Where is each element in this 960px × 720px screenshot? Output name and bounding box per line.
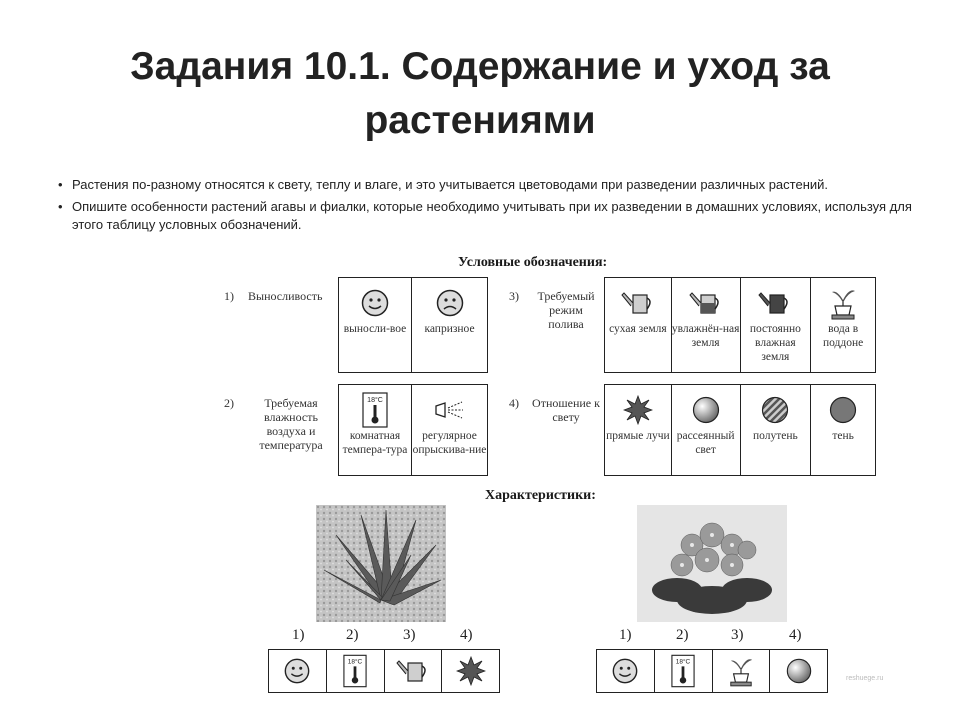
agave-num-1: 1) (292, 627, 305, 643)
sun-burst-icon (455, 656, 486, 686)
instructions: Растения по-разному относятся к свету, т… (58, 176, 938, 238)
agave-num-3: 3) (403, 627, 416, 643)
svg-text:18°C: 18°C (676, 658, 691, 666)
smiley-icon (613, 658, 638, 684)
legend-cell-spraying: регулярное опрыскива-ние (412, 385, 487, 475)
legend-cell-partial-shade: полутень (741, 385, 812, 475)
legend-cell-dry-soil: сухая земля (605, 278, 672, 372)
row-label-endurance: Выносливость (248, 289, 323, 303)
violet-photo (637, 505, 787, 622)
thermometer-icon: 18°C (362, 392, 388, 428)
diffused-light-icon (692, 396, 719, 424)
svg-text:18°C: 18°C (348, 658, 363, 666)
legend-title: Условные обозначения: (458, 255, 608, 270)
caption-spraying: регулярное опрыскива-ние (412, 430, 487, 456)
thermometer-icon: 18°C (671, 654, 695, 688)
row-number-3: 3) (509, 289, 519, 303)
sad-face-icon (436, 289, 463, 317)
caption-diffused-light: рассеянный свет (676, 430, 735, 456)
caption-partial-shade: полутень (752, 430, 798, 442)
smiley-icon (361, 289, 389, 317)
pot-tray-icon (730, 659, 753, 687)
svg-text:18°C: 18°C (367, 396, 383, 404)
caption-moist-soil: увлажнён-ная земля (671, 323, 740, 349)
legend-cell-shade: тень (811, 385, 875, 475)
diffused-light-icon (786, 658, 811, 684)
smiley-icon (285, 658, 310, 684)
row-label-light: Отношение к свету (532, 396, 600, 424)
violet-answer-box: 18°C (596, 649, 828, 693)
spray-icon (434, 401, 463, 419)
legend-cell-moist-soil: увлажнён-ная земля (672, 278, 741, 372)
agave-photo (316, 505, 446, 622)
caption-capricious: капризное (424, 323, 475, 335)
thermometer-icon: 18°C (343, 654, 367, 688)
caption-direct-light: прямые лучи (606, 430, 670, 442)
characteristics-title: Характеристики: (485, 488, 596, 503)
caption-room-temp: комнатная темпера-тура (342, 430, 408, 456)
agave-answer-box: 18°C (268, 649, 500, 693)
violet-num-3: 3) (731, 627, 744, 643)
caption-hardy: выносли-вое (343, 323, 407, 335)
partial-shade-icon (762, 396, 789, 424)
agave-num-2: 2) (346, 627, 359, 643)
watering-can-dry-icon (396, 660, 426, 682)
shade-icon (830, 396, 857, 424)
violet-num-4: 4) (789, 627, 802, 643)
legend-box-light: прямые лучи рассеянный свет полутень тен… (604, 384, 876, 476)
caption-water-tray: вода в поддоне (822, 323, 864, 349)
page-title: Задания 10.1. Содержание и уход за расте… (130, 45, 830, 142)
row-number-1: 1) (224, 289, 234, 303)
bullet-2: Опишите особенности растений агавы и фиа… (58, 198, 938, 234)
watermark: reshuege.ru (846, 675, 884, 682)
row-number-4: 4) (509, 396, 519, 410)
pot-tray-icon (831, 290, 856, 320)
legend-box-humidity: 18°C комнатная темпера-тура регулярное о… (338, 384, 488, 476)
agave-num-4: 4) (460, 627, 473, 643)
caption-dry-soil: сухая земля (609, 323, 667, 335)
legend-cell-water-tray: вода в поддоне (811, 278, 875, 372)
violet-num-1: 1) (619, 627, 632, 643)
caption-shade: тень (832, 430, 854, 442)
sun-burst-icon (622, 395, 653, 425)
watering-can-dry-icon (621, 292, 651, 314)
legend-cell-room-temp: 18°C комнатная темпера-тура (339, 385, 412, 475)
row-label-watering: Требуемый режим полива (537, 289, 595, 331)
violet-num-2: 2) (676, 627, 689, 643)
legend-cell-capricious: капризное (412, 278, 487, 372)
bullet-1: Растения по-разному относятся к свету, т… (58, 176, 938, 194)
watering-can-moist-icon (688, 292, 719, 314)
legend-cell-wet-soil: постоянно влажная земля (741, 278, 812, 372)
row-label-humidity: Требуемая влажность воздуха и температур… (259, 396, 323, 452)
legend-cell-hardy: выносли-вое (339, 278, 412, 372)
legend-cell-diffused-light: рассеянный свет (672, 385, 741, 475)
row-number-2: 2) (224, 396, 234, 410)
legend-box-endurance: выносли-вое капризное (338, 277, 488, 373)
caption-wet-soil: постоянно влажная земля (749, 323, 801, 363)
legend-cell-direct-light: прямые лучи (605, 385, 672, 475)
watering-can-wet-icon (758, 292, 789, 314)
legend-box-watering: сухая земля увлажнён-ная земля постоянно… (604, 277, 876, 373)
